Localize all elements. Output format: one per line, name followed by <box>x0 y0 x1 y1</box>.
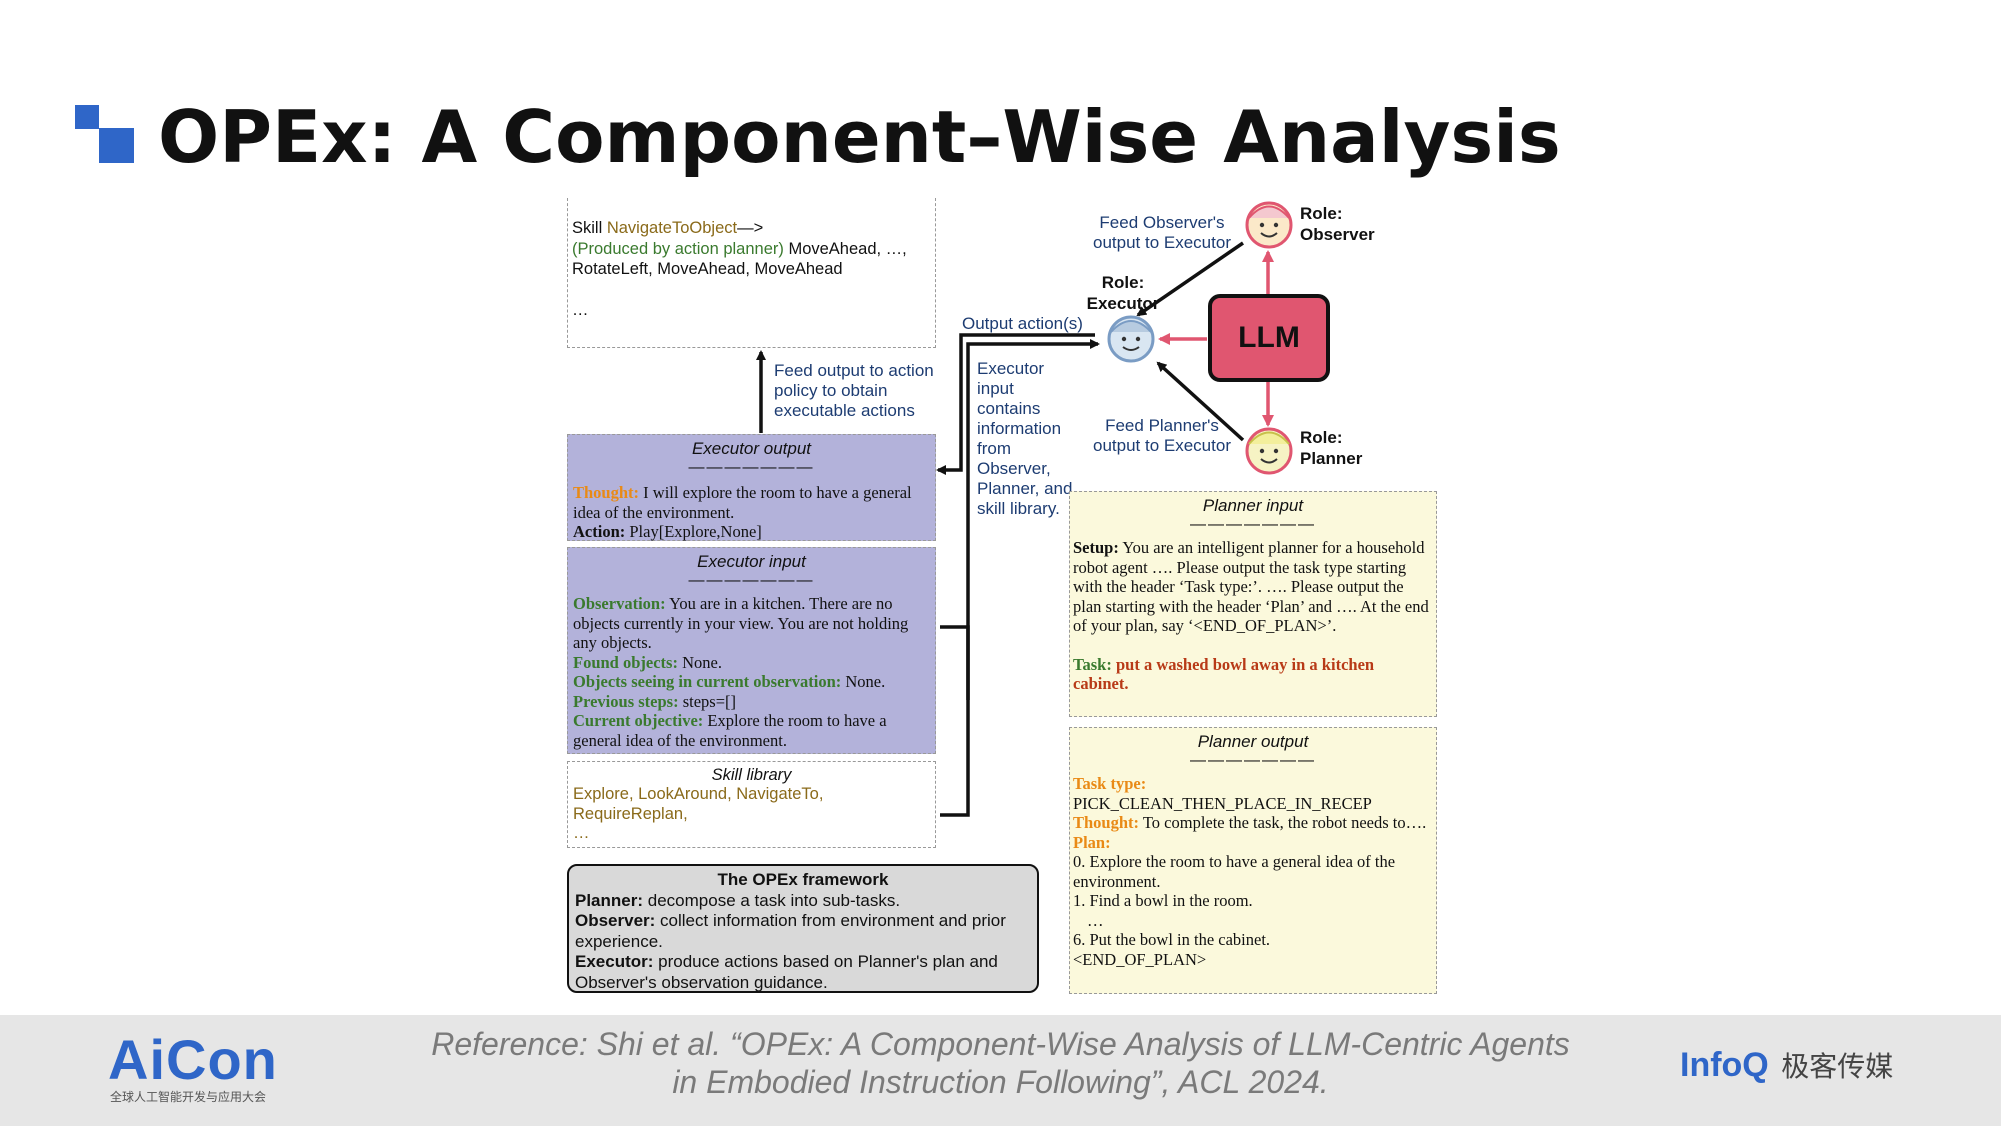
infoq-logo: InfoQ 极客传媒 <box>1680 1046 1894 1084</box>
executor-output-box: Executor output ——————— Thought: I will … <box>567 434 936 541</box>
aicon-logo: AiCon 全球人工智能开发与应用大会 <box>108 1028 278 1105</box>
arrow-executor-input <box>966 339 1100 700</box>
arrow-observer-to-executor <box>1136 241 1244 317</box>
executor-input-note: Executor input contains information from… <box>977 359 1073 518</box>
llm-label: LLM <box>1238 321 1300 354</box>
line-executor-input <box>940 625 970 817</box>
arrow-output-actions <box>936 333 1095 475</box>
role-planner-label: Role: Planner <box>1300 428 1363 468</box>
feed-planner-label: Feed Planner's output to Executor <box>1093 416 1231 455</box>
planner-face-icon <box>1245 427 1293 475</box>
skill-sequence-box: Skill NavigateToObject—> (Produced by ac… <box>567 198 936 348</box>
output-actions-label: Output action(s) <box>962 314 1083 333</box>
title-accent-square-large <box>99 128 134 163</box>
executor-face-icon <box>1107 315 1155 363</box>
role-observer-label: Role: Observer <box>1300 204 1375 244</box>
arrow-planner-to-executor <box>1156 361 1245 442</box>
feed-action-policy-label: Feed output to action policy to obtain e… <box>774 361 934 420</box>
slide-title: OPEx: A Component–Wise Analysis <box>158 95 1561 179</box>
skill-library-box: Skill library Explore, LookAround, Navig… <box>567 761 936 848</box>
role-executor-label: Role: Executor <box>1086 273 1160 313</box>
reference-line-2: in Embodied Instruction Following”, ACL … <box>672 1064 1329 1100</box>
planner-output-box: Planner output ——————— Task type: PICK_C… <box>1069 727 1437 994</box>
planner-input-box: Planner input ——————— Setup: You are an … <box>1069 491 1437 717</box>
reference-line-1: Reference: Shi et al. “OPEx: A Component… <box>431 1026 1570 1062</box>
executor-input-box: Executor input ——————— Observation: You … <box>567 547 936 754</box>
feed-observer-label: Feed Observer's output to Executor <box>1093 213 1231 252</box>
title-accent-square-small <box>75 105 99 129</box>
footer-bar: AiCon 全球人工智能开发与应用大会 Reference: Shi et al… <box>0 1015 2001 1126</box>
opex-framework-box: The OPEx framework Planner: decompose a … <box>567 864 1039 993</box>
llm-box: LLM <box>1208 294 1330 382</box>
observer-face-icon <box>1245 201 1293 249</box>
